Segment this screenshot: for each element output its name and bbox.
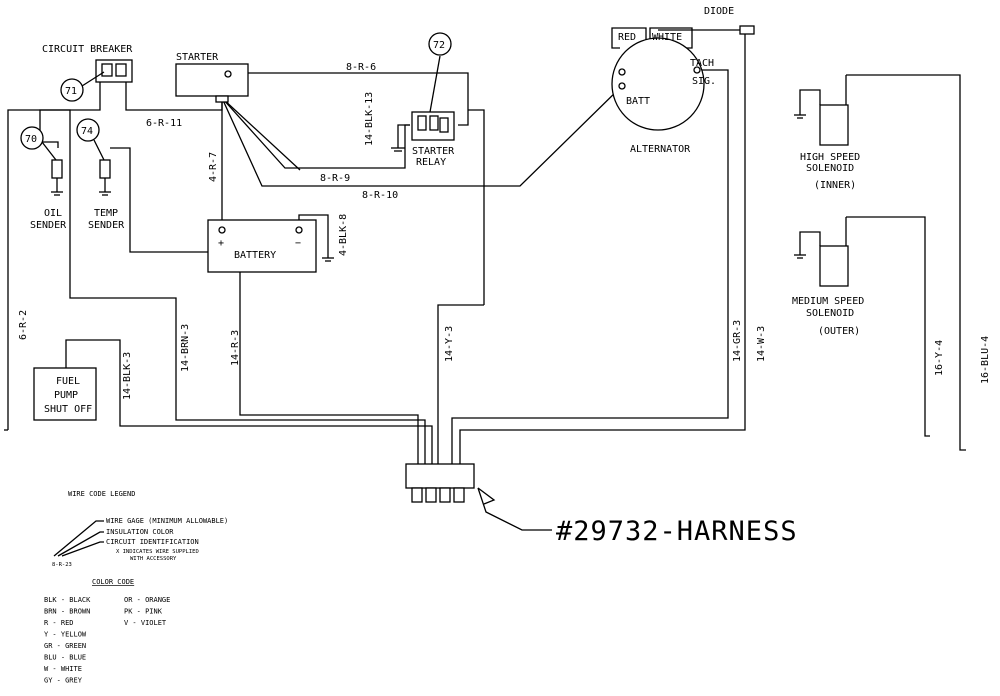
oil-sender-label-2: SENDER (30, 220, 67, 231)
color-code-entry: BRN - BROWN (44, 608, 90, 616)
fuel-label-3: SHUT OFF (44, 404, 92, 415)
starter-relay-label-2: RELAY (416, 157, 446, 168)
circuit-breaker-label: CIRCUIT BREAKER (42, 44, 133, 55)
battery-plus: + (218, 238, 224, 249)
color-code-entry: GY - GREY (44, 677, 83, 685)
color-code-entry: R - RED (44, 619, 74, 627)
wire-8-r-10: 8-R-10 (362, 190, 398, 201)
wire-4-blk-8: 4-BLK-8 (338, 214, 349, 256)
callout-74: 74 (81, 126, 93, 137)
temp-sender-label-2: SENDER (88, 220, 125, 231)
wire-4-r-7: 4-R-7 (208, 152, 219, 182)
alternator: BATT RED WHITE TACH SIG. ALTERNATOR DIOD… (611, 6, 755, 155)
harness-label: #29732-HARNESS (556, 516, 798, 547)
color-code-entry: OR - ORANGE (124, 596, 170, 604)
color-code-entry: BLU - BLUE (44, 654, 86, 662)
ms-label-2: SOLENOID (806, 308, 854, 319)
color-list-left: BLK - BLACK BRN - BROWN R - RED Y - YELLOW G… (44, 596, 91, 685)
wire-14-gr-3: 14-GR-3 (732, 320, 743, 362)
medium-speed-solenoid: MEDIUM SPEED SOLENOID (OUTER) (792, 245, 864, 337)
color-code-entry: BLK - BLACK (44, 596, 91, 604)
battery: + − BATTERY (207, 219, 317, 273)
fuel-label: FUEL (56, 376, 80, 387)
temp-sender: 74 TEMP SENDER (76, 118, 125, 231)
color-code-entry: PK - PINK (124, 608, 163, 616)
color-code-title: COLOR CODE (92, 578, 134, 586)
color-code-entry: GR - GREEN (44, 642, 86, 650)
sig-label: SIG. (692, 76, 716, 87)
starter-label: STARTER (176, 52, 219, 63)
battery-minus: − (295, 238, 301, 249)
wire-8-r-9: 8-R-9 (320, 173, 350, 184)
oil-sender-label: OIL (44, 208, 62, 219)
ms-label-3: (OUTER) (818, 326, 860, 337)
fuel-pump-shutoff: FUEL PUMP SHUT OFF (33, 367, 97, 421)
alternator-label: ALTERNATOR (630, 144, 691, 155)
red-label: RED (618, 32, 636, 43)
wire-edge-label: 16-BLU-4 (980, 336, 991, 384)
wire-6-r-2: 6-R-2 (18, 310, 29, 340)
legend-x-note: X INDICATES WIRE SUPPLIED (116, 549, 199, 555)
starter-relay: 72 STARTER RELAY (411, 32, 455, 168)
wire-code-legend: WIRE CODE LEGEND WIRE GAGE (MINIMUM ALLO… (44, 490, 228, 685)
diode-label: DIODE (704, 6, 734, 17)
callout-72: 72 (433, 40, 445, 51)
starter: STARTER (175, 52, 249, 103)
high-speed-solenoid: HIGH SPEED SOLENOID (INNER) (800, 104, 860, 191)
legend-x-note-2: WITH ACCESSORY (130, 556, 177, 562)
hs-label-3: (INNER) (814, 180, 856, 191)
batt-label: BATT (626, 96, 650, 107)
fuel-label-2: PUMP (54, 390, 78, 401)
legend-title: WIRE CODE LEGEND (68, 490, 135, 498)
wire-labels: 8-R-6 6-R-11 14-BLK-13 4-R-7 8-R-9 8-R-1… (18, 62, 991, 400)
wire-14-blk-3: 14-BLK-3 (122, 352, 133, 400)
color-code-entry: Y - YELLOW (44, 631, 87, 639)
legend-example: 8-R-23 (52, 562, 72, 568)
wire-8-r-6: 8-R-6 (346, 62, 376, 73)
harness-connector: #29732-HARNESS (405, 463, 798, 547)
legend-circuit: CIRCUIT IDENTIFICATION (106, 538, 199, 546)
color-code-entry: V - VIOLET (124, 619, 167, 627)
callout-70: 70 (25, 134, 37, 145)
hs-label: HIGH SPEED (800, 152, 860, 163)
tach-label: TACH (690, 58, 714, 69)
wire-14-y-3: 14-Y-3 (444, 326, 455, 362)
wire-14-brn-3: 14-BRN-3 (180, 324, 191, 372)
color-code-entry: W - WHITE (44, 665, 82, 673)
oil-sender: 70 OIL SENDER (20, 126, 67, 231)
wire-14-w-3: 14-W-3 (756, 326, 767, 362)
circuit-breaker: 71 CIRCUIT BREAKER (42, 44, 133, 102)
legend-gage: WIRE GAGE (MINIMUM ALLOWABLE) (106, 517, 228, 525)
battery-label: BATTERY (234, 250, 276, 261)
wire-6-r-11: 6-R-11 (146, 118, 182, 129)
wire-14-blk-13: 14-BLK-13 (364, 92, 375, 146)
wire-16-y-4: 16-Y-4 (934, 340, 945, 376)
temp-sender-label: TEMP (94, 208, 118, 219)
hs-label-2: SOLENOID (806, 163, 854, 174)
color-list-right: OR - ORANGE PK - PINK V - VIOLET (124, 596, 170, 627)
starter-relay-label: STARTER (412, 146, 455, 157)
callout-71: 71 (65, 86, 77, 97)
wire-14-r-3: 14-R-3 (230, 330, 241, 366)
legend-insulation: INSULATION COLOR (106, 528, 174, 536)
white-label: WHITE (652, 32, 682, 43)
ms-label: MEDIUM SPEED (792, 296, 864, 307)
